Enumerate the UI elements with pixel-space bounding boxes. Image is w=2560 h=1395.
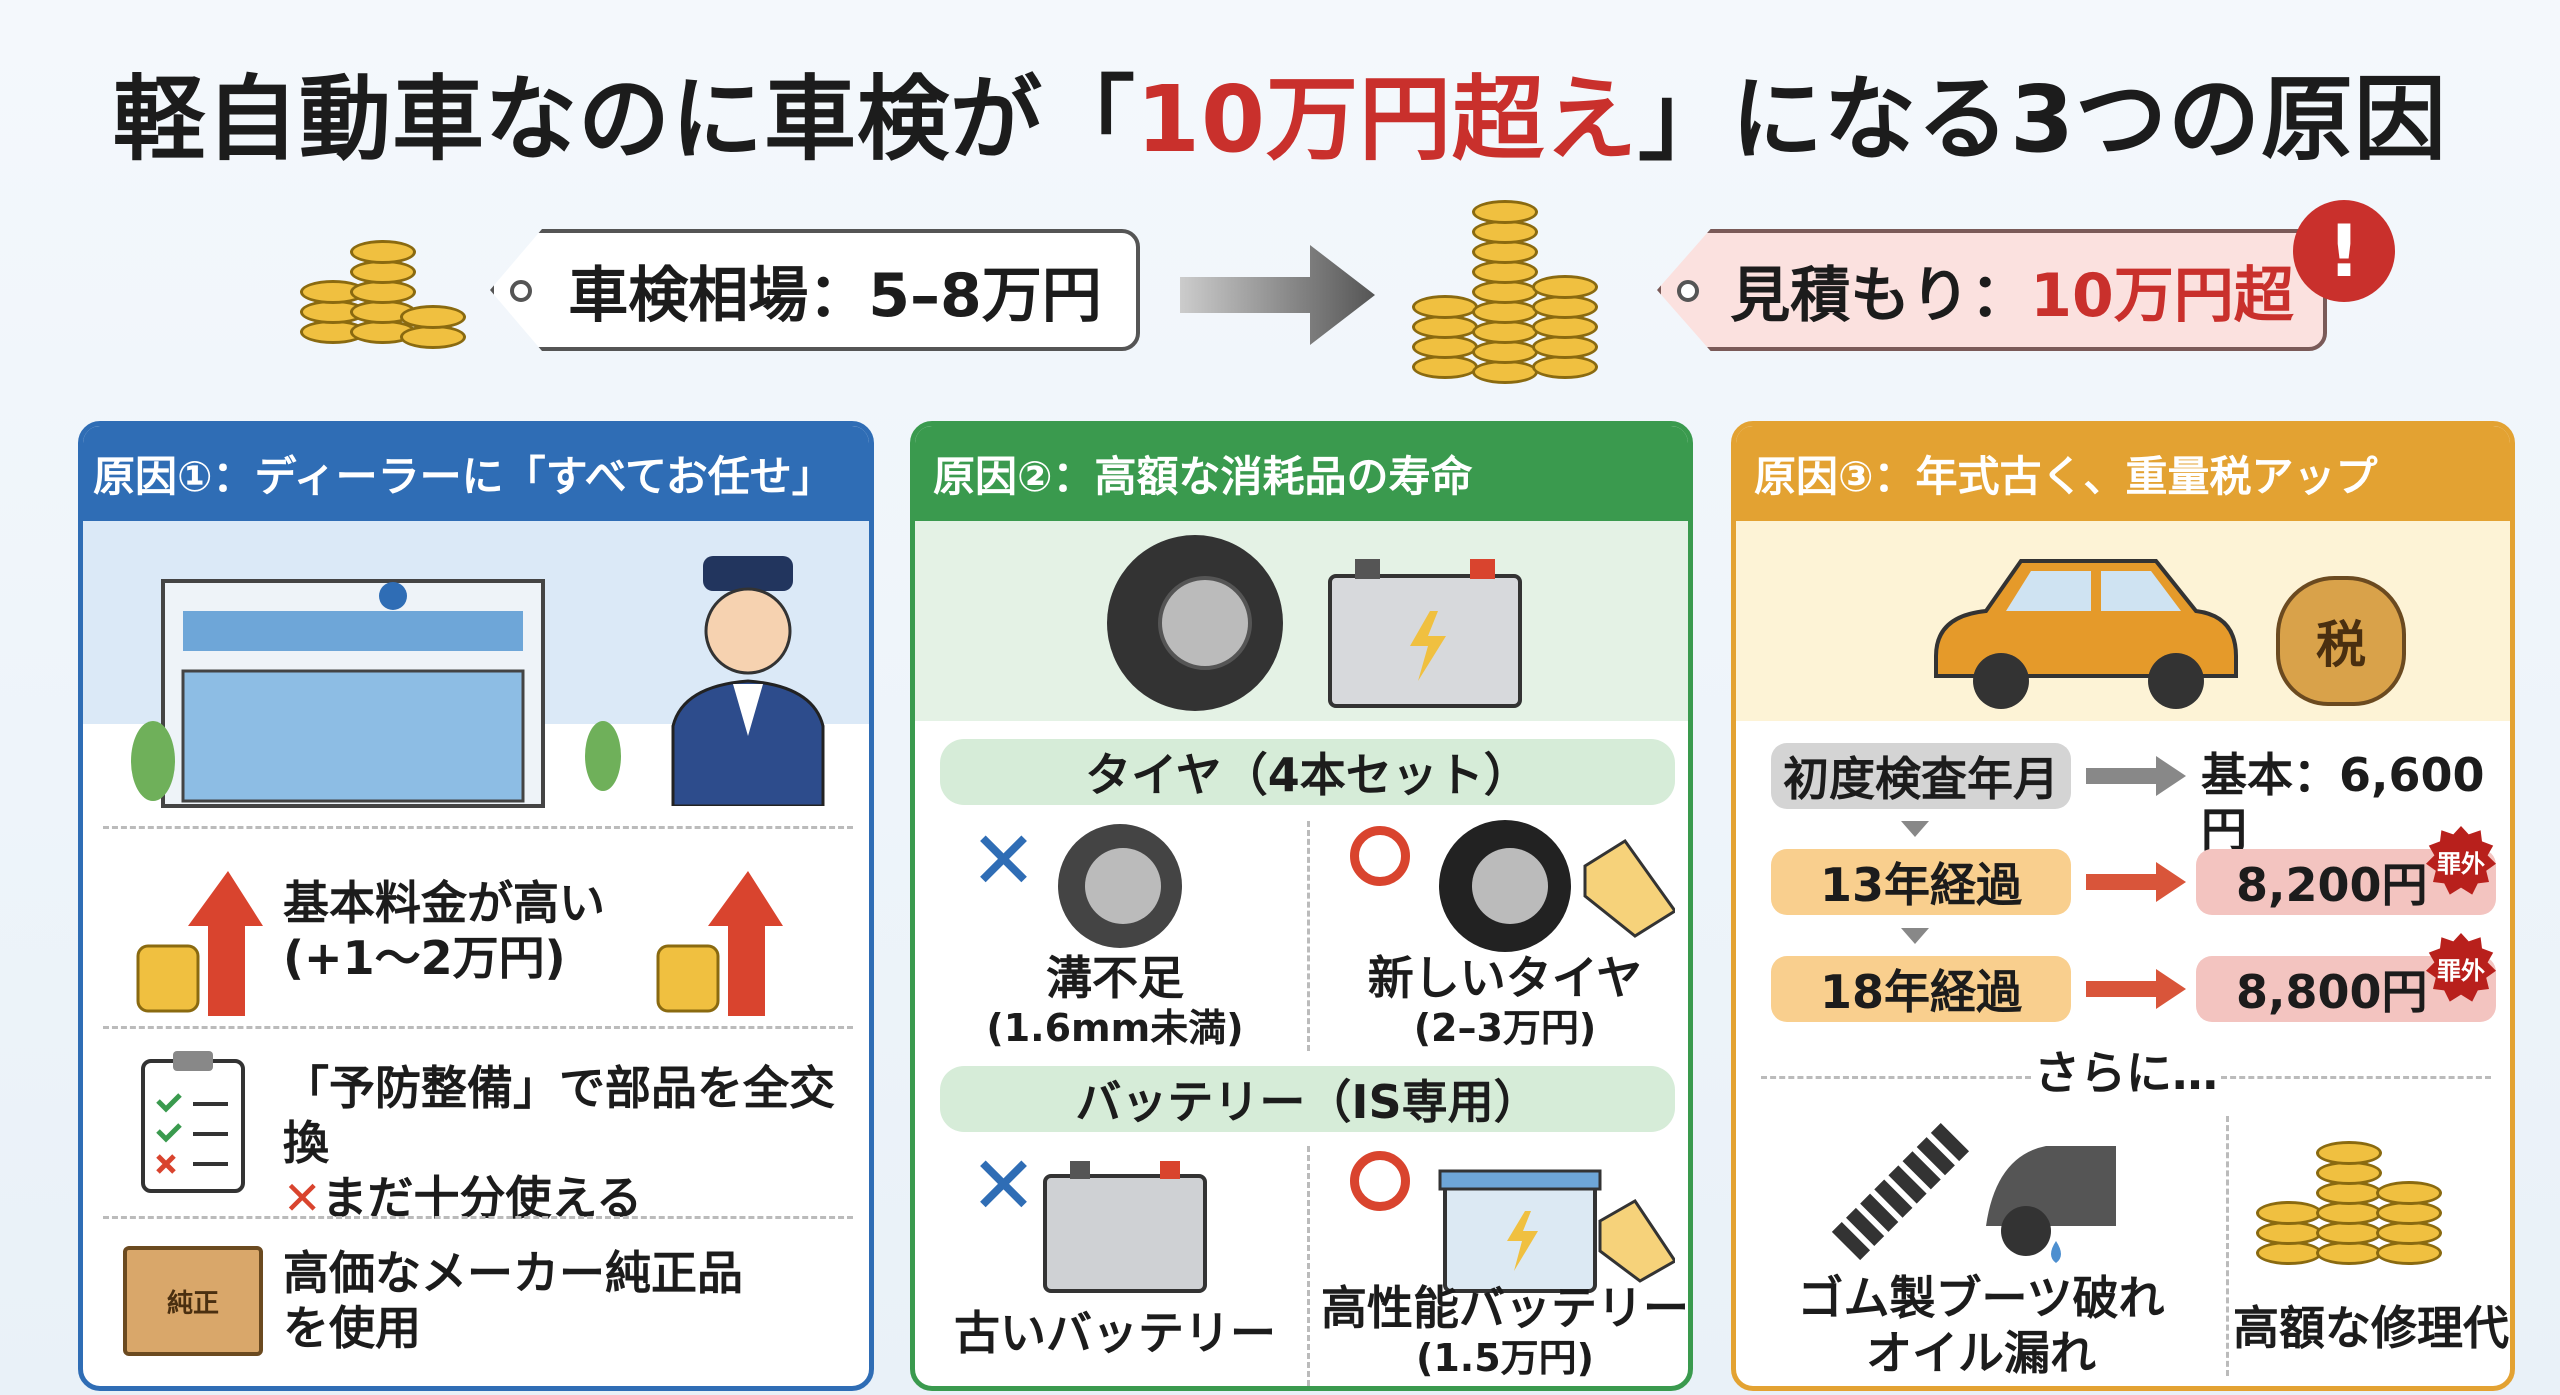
parts-box-icon: 純正 xyxy=(123,1246,263,1356)
repair-cost-label: 高額な修理代 xyxy=(2233,1301,2509,1355)
checklist-icon xyxy=(141,1051,245,1193)
item-3-line1: 高価なメーカー純正品 xyxy=(283,1246,743,1300)
battery-icon xyxy=(1328,559,1522,708)
oil-leak-label: オイル漏れ xyxy=(1866,1326,2096,1381)
arrow-right-icon xyxy=(2086,969,2186,1009)
cause-1-panel: 原因①：ディーラーに「すべてお任せ」 基本料金が高い(+1～2万円) 「予防整備… xyxy=(78,421,874,1391)
page-title: 軽自動車なのに車検が「10万円超え」になる3つの原因 xyxy=(112,66,2448,173)
circle-mark-icon xyxy=(1350,826,1410,886)
exclamation-icon: ! xyxy=(2293,200,2395,302)
staff-person-icon xyxy=(671,556,825,806)
arrow-right-icon xyxy=(2086,756,2186,796)
high-performance-battery-label: 高性能バッテリー xyxy=(1321,1281,1689,1335)
tire-section-title: タイヤ（4本セット） xyxy=(940,739,1675,805)
new-tire-price: (2–3万円) xyxy=(1413,1006,1597,1051)
cause-2-panel: 原因②：高額な消耗品の寿命 タイヤ（4本セット） ✕ 溝不足(1.6mm未満) … xyxy=(910,421,1693,1391)
arrow-right-icon xyxy=(2086,862,2186,902)
cause-3-header: 原因③：年式古く、重量税アップ xyxy=(1736,426,2510,521)
tag-hole xyxy=(510,280,532,302)
cause-2-header: 原因②：高額な消耗品の寿命 xyxy=(915,426,1688,521)
high-performance-battery-icon xyxy=(1438,1169,1675,1293)
rubber-boot-oil-leak-icon xyxy=(1831,1121,2116,1263)
coin-stack-small-icon xyxy=(300,220,470,360)
new-tire-label: 新しいタイヤ xyxy=(1367,951,1643,1005)
18-years-label: 18年経過 xyxy=(1771,956,2071,1022)
high-performance-battery-price: (1.5万円) xyxy=(1415,1336,1595,1381)
circle-mark-icon xyxy=(1350,1151,1410,1211)
consumables-illustration xyxy=(915,521,1688,721)
base-tax-value: 基本：6,600円 xyxy=(2201,748,2485,858)
tire-icon xyxy=(1107,535,1283,711)
x-mark-icon: ✕ xyxy=(970,814,1038,907)
first-registration-label: 初度検査年月 xyxy=(1771,743,2071,809)
down-triangle-icon xyxy=(1901,928,1929,958)
cause-3-panel: 原因③：年式古く、重量税アップ 税 初度検査年月 基本：6,600円 13年経過… xyxy=(1731,421,2515,1391)
down-triangle-icon xyxy=(1901,821,1929,851)
coin-stack-icon xyxy=(2256,1126,2456,1276)
item-3-line2: を使用 xyxy=(283,1301,421,1356)
dealer-illustration xyxy=(83,521,869,811)
item-2-line1: 「予防整備」で部品を全交換 xyxy=(283,1061,835,1171)
old-car-illustration: 税 xyxy=(1736,521,2510,721)
item-1-line2: (+1～2万円) xyxy=(283,931,566,986)
item-1-line1: 基本料金が高い xyxy=(283,876,605,930)
battery-section-title: バッテリー（IS専用） xyxy=(940,1066,1675,1132)
rubber-boot-label: ゴム製ブーツ破れ xyxy=(1797,1271,2165,1325)
worn-tire-note: (1.6mm未満) xyxy=(986,1006,1244,1051)
old-battery-icon xyxy=(1043,1161,1207,1293)
tax-bag-icon: 税 xyxy=(2276,576,2406,706)
old-battery-label: 古いバッテリー xyxy=(954,1306,1276,1360)
worn-tire-icon xyxy=(1058,824,1182,948)
new-tire-with-tag-icon xyxy=(1439,820,1675,952)
up-arrow-coins-icon xyxy=(136,871,263,1016)
up-arrow-coins-icon xyxy=(656,871,783,1016)
estimate-tag: 見積もり：10万円超 xyxy=(1657,229,2327,351)
more-label: さらに… xyxy=(2034,1046,2218,1100)
old-car-icon xyxy=(1934,559,2238,709)
cause-1-header: 原因①：ディーラーに「すべてお任せ」 xyxy=(83,426,869,521)
coin-stack-large-icon xyxy=(1412,195,1632,395)
tag-hole xyxy=(1677,280,1699,302)
dealership-building-icon xyxy=(131,579,621,808)
13-years-label: 13年経過 xyxy=(1771,849,2071,915)
arrow-right-icon xyxy=(1180,245,1375,345)
x-mark-icon: ✕ xyxy=(970,1139,1038,1232)
worn-tire-label: 溝不足 xyxy=(1046,951,1184,1005)
market-price-tag: 車検相場：5–8万円 xyxy=(490,229,1140,351)
